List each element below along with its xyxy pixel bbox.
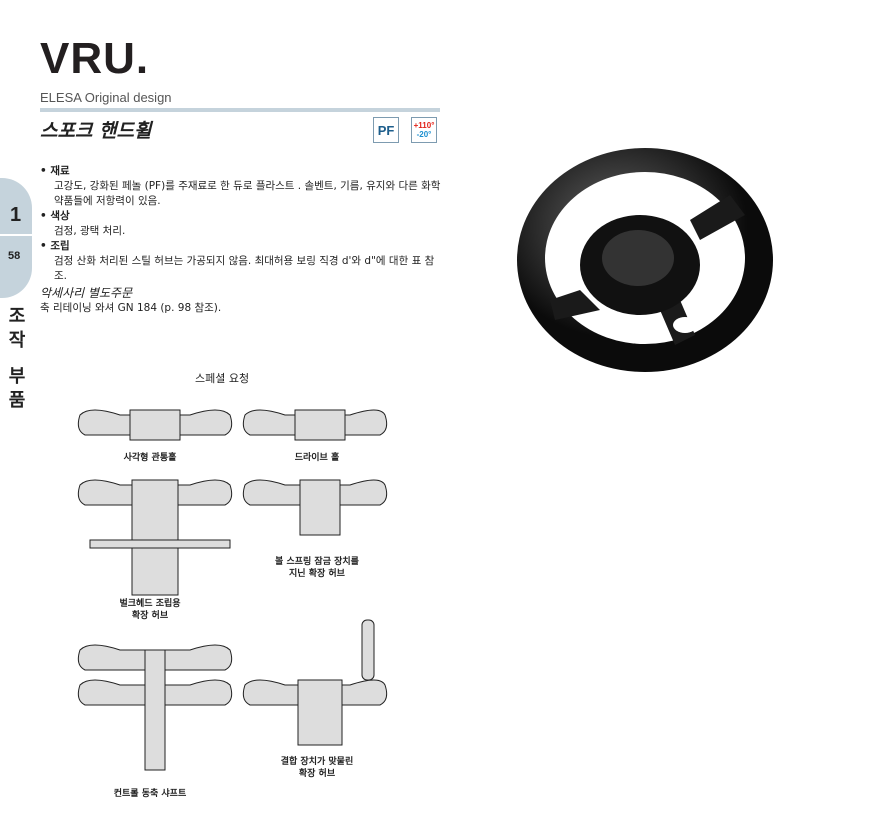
section-label: 조작 부품 bbox=[5, 306, 26, 415]
page-tab bbox=[0, 236, 32, 298]
page-number: 58 bbox=[8, 250, 21, 262]
diagram-bulkhead-hub bbox=[77, 479, 233, 596]
handwheel-photo bbox=[517, 148, 773, 372]
caption-ball-spring-hub: 볼 스프링 잠금 장치를 지닌 확장 허브 bbox=[275, 557, 359, 579]
material-badge: PF bbox=[373, 117, 399, 143]
chapter-number: 1 bbox=[10, 204, 22, 226]
special-request-diagrams bbox=[77, 409, 388, 771]
assembly-heading: • 조립 bbox=[40, 240, 70, 252]
caption-drive-hole: 드라이브 홀 bbox=[294, 453, 340, 463]
color-heading: • 색상 bbox=[40, 210, 70, 222]
material-text: 고강도, 강화된 페놀 (PF)를 주재료로 한 듀로 플라스트 . 솔벤트, … bbox=[54, 180, 441, 207]
material-heading: • 재료 bbox=[40, 165, 70, 177]
caption-bulkhead-hub: 벌크헤드 조립용 확장 허브 bbox=[119, 599, 181, 621]
assembly-text: 검정 산화 처리된 스틸 허브는 가공되지 않음. 최대허용 보링 직경 d'와… bbox=[54, 255, 435, 282]
description: • 재료 고강도, 강화된 페놀 (PF)를 주재료로 한 듀로 플라스트 . … bbox=[40, 164, 442, 316]
diagram-ball-spring-hub bbox=[242, 479, 388, 536]
diagram-coaxial-shaft bbox=[77, 644, 233, 771]
caption-coupling-hub: 결합 장치가 맞물린 확장 허브 bbox=[280, 757, 354, 779]
diagram-coupling-hub bbox=[242, 619, 388, 746]
temp-max: +110° bbox=[413, 121, 435, 130]
accessories-heading: 악세사리 별도주문 bbox=[40, 286, 133, 300]
temperature-badge: +110° -20° bbox=[411, 117, 437, 143]
diagram-square-hole bbox=[77, 409, 233, 441]
special-requests-title: 스페셜 요청 bbox=[195, 372, 250, 385]
accessories-text: 축 리테이닝 와셔 GN 184 (p. 98 참조). bbox=[40, 302, 222, 314]
temp-min: -20° bbox=[416, 130, 432, 139]
diagram-drive-hole bbox=[242, 409, 388, 441]
divider bbox=[40, 108, 440, 112]
product-code: VRU. bbox=[40, 34, 150, 83]
caption-coaxial-shaft: 컨트롤 동축 샤프트 bbox=[113, 789, 187, 799]
color-text: 검정, 광택 처리. bbox=[54, 225, 126, 237]
caption-square-hole: 사각형 관통홀 bbox=[123, 453, 177, 463]
subtitle: ELESA Original design bbox=[40, 90, 172, 105]
product-name: 스포크 핸드휠 bbox=[40, 120, 152, 142]
